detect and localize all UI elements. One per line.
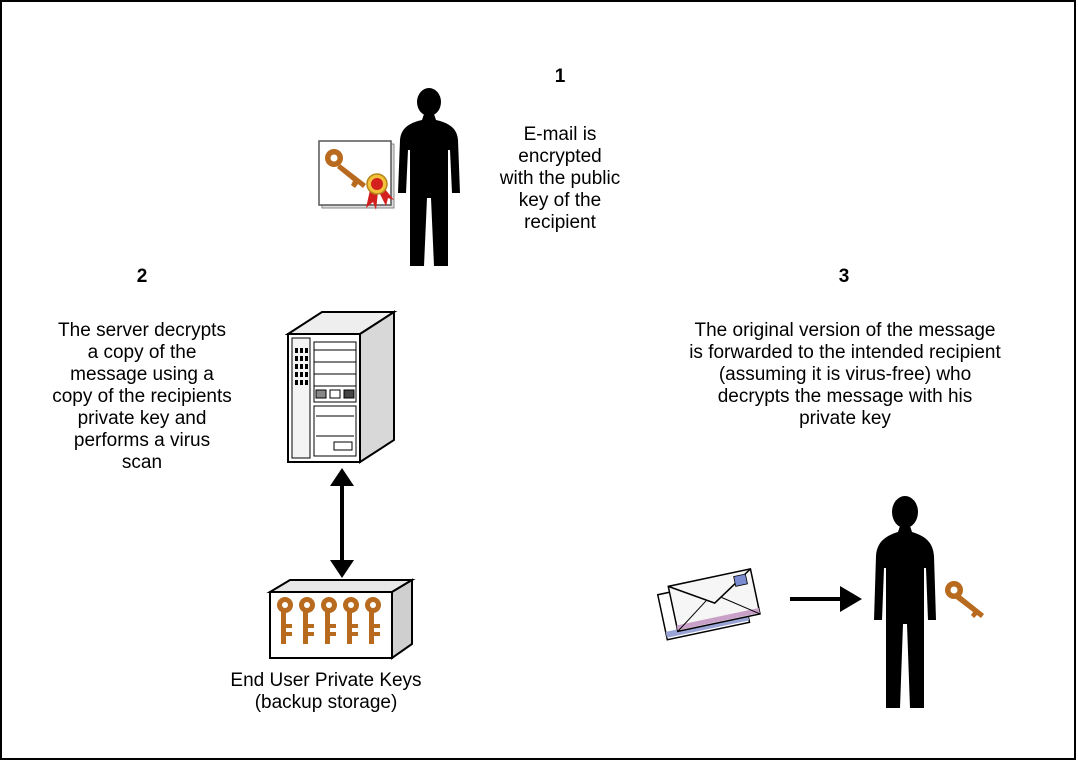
key-icon [944, 580, 988, 620]
step-3-number: 3 [838, 266, 850, 287]
sender-person-icon [394, 88, 464, 266]
step-1-text: E-mail is encrypted with the public key … [499, 124, 621, 233]
key-box-icon [266, 578, 416, 660]
certificate-key-icon [318, 140, 400, 214]
step-3-text: The original version of the message is f… [689, 320, 1001, 429]
step-2-text: The server decrypts a copy of the messag… [52, 320, 232, 473]
server-tower-icon [284, 306, 398, 466]
recipient-person-icon [870, 496, 940, 708]
step-1-number: 1 [554, 66, 566, 87]
step-2-number: 2 [136, 266, 148, 287]
envelopes-icon [654, 562, 766, 641]
right-arrow-icon [790, 586, 862, 612]
storage-label: End User Private Keys (backup storage) [230, 670, 422, 713]
double-arrow-icon [330, 468, 354, 578]
